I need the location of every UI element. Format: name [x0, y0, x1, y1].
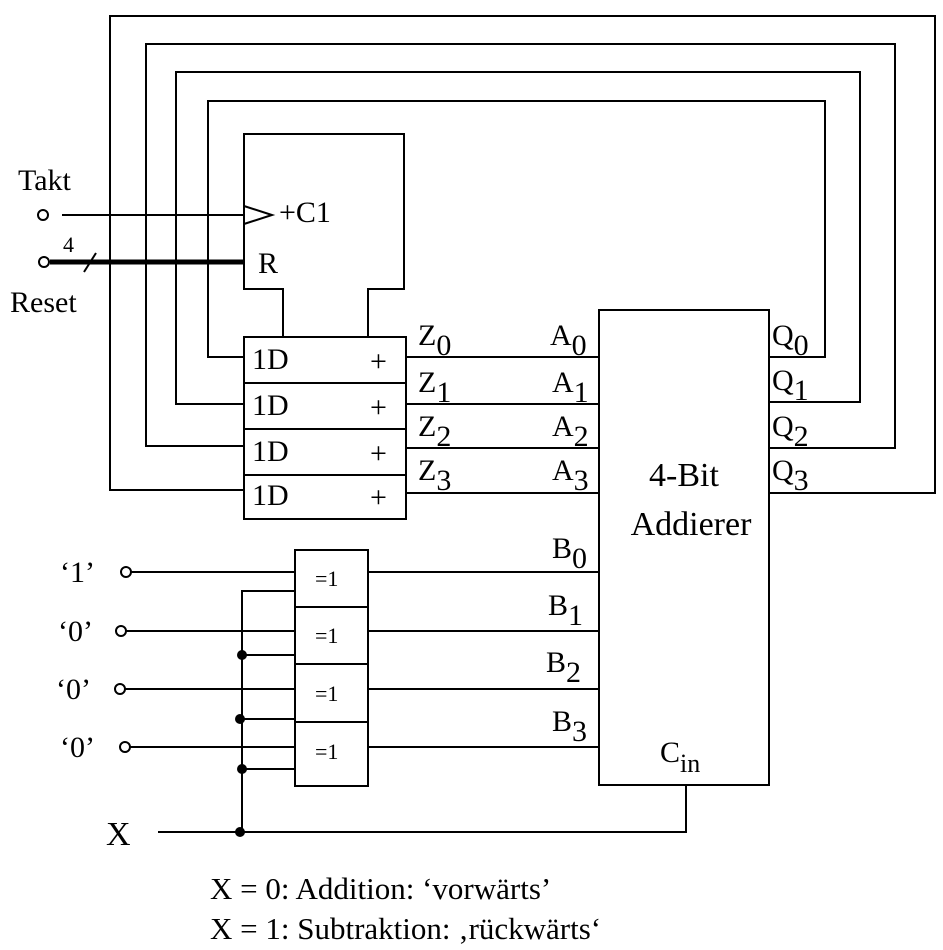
adder-b-input-label: B3 — [552, 705, 587, 748]
mode-note: X = 1: Subtraktion: ‚rückwärts‘ — [210, 911, 601, 946]
register-cell-d-label: 1D — [252, 479, 289, 512]
adder-b-input-label: B2 — [546, 646, 581, 689]
b3-terminal[interactable] — [119, 741, 131, 753]
register-cell-mark: + — [370, 345, 387, 378]
feedback-wire-q1 — [175, 71, 861, 405]
register-output-label: Z2 — [418, 410, 451, 453]
b1-terminal[interactable] — [115, 625, 127, 637]
adder-title: Addierer — [631, 506, 753, 543]
adder-output-label: Q3 — [772, 454, 809, 497]
reset-bus-width-label: 4 — [63, 232, 74, 257]
xor-gate-label: =1 — [315, 623, 338, 648]
junction-dot — [237, 764, 247, 774]
register-output-label: Z3 — [418, 454, 451, 497]
adder-output-label: Q2 — [772, 410, 809, 453]
takt-label: Takt — [18, 164, 72, 197]
register-to-adder-wires — [406, 356, 599, 494]
adder-b-input-label: B0 — [552, 532, 587, 575]
adder-title: 4-Bit — [649, 457, 719, 494]
takt-terminal[interactable] — [37, 209, 49, 221]
adder-block — [598, 309, 770, 786]
adder-output-label: Q0 — [772, 319, 809, 362]
reset-label: Reset — [10, 286, 77, 319]
register-cells — [243, 336, 407, 520]
b0-terminal[interactable] — [120, 566, 132, 578]
adder-a-input-label: A3 — [552, 454, 589, 497]
reset-terminal[interactable] — [38, 256, 50, 268]
register-cell-2 — [243, 428, 407, 476]
register-output-label: Z1 — [418, 366, 451, 409]
b-value-label: ‘0’ — [60, 731, 95, 764]
feedback-wires — [109, 15, 936, 494]
b-value-label: ‘0’ — [56, 673, 91, 706]
adder-carry-in-label: Cin — [660, 736, 700, 778]
clock-label: +C1 — [279, 196, 331, 229]
xor-gates — [294, 549, 369, 787]
xor-gate-label: =1 — [315, 681, 338, 706]
register-control-block — [37, 133, 405, 337]
xor-gate-1 — [294, 606, 369, 665]
xor-gate-0 — [294, 549, 369, 608]
register-cell-d-label: 1D — [252, 435, 289, 468]
xor-gate-label: =1 — [315, 566, 338, 591]
b2-terminal[interactable] — [114, 683, 126, 695]
b-value-label: ‘0’ — [58, 615, 93, 648]
xor-gate-label: =1 — [315, 739, 338, 764]
register-cell-1 — [243, 382, 407, 430]
register-output-label: Z0 — [418, 319, 451, 362]
adder-a-input-label: A1 — [552, 366, 589, 409]
x-label: X — [106, 816, 131, 853]
adder-a-input-label: A0 — [550, 319, 587, 362]
feedback-wire-q3 — [109, 15, 936, 494]
register-cell-mark: + — [370, 437, 387, 470]
mode-note: X = 0: Addition: ‘vorwärts’ — [210, 871, 551, 906]
register-cell-mark: + — [370, 391, 387, 424]
b-input-wires — [114, 566, 599, 753]
xor-gate-3 — [294, 721, 369, 787]
adder-a-input-label: A2 — [552, 410, 589, 453]
junction-dot — [237, 650, 247, 660]
register-cell-d-label: 1D — [252, 343, 289, 376]
adder-output-label: Q1 — [772, 364, 809, 407]
junction-dot — [235, 827, 245, 837]
x-control-bus — [158, 590, 687, 837]
register-cell-3 — [243, 474, 407, 520]
b-value-label: ‘1’ — [60, 556, 95, 589]
junction-dot — [235, 714, 245, 724]
feedback-wire-q2 — [145, 43, 896, 449]
register-cell-mark: + — [370, 481, 387, 514]
feedback-wire-q0 — [207, 100, 826, 358]
adder-b-input-label: B1 — [548, 589, 583, 632]
reset-pin-label: R — [258, 247, 278, 280]
register-cell-d-label: 1D — [252, 389, 289, 422]
